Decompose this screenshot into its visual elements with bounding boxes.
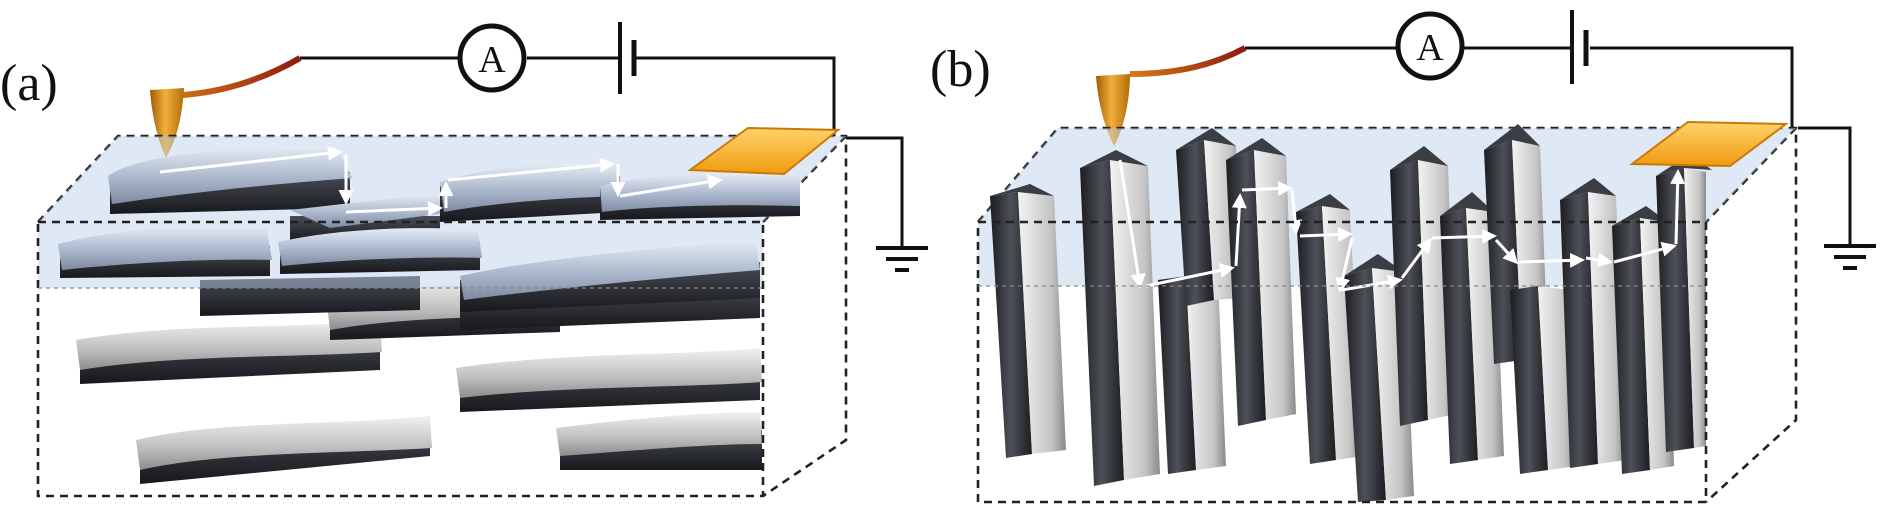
current-arrow	[1241, 181, 1293, 196]
flake	[1080, 150, 1160, 486]
current-arrow	[447, 157, 615, 182]
current-arrow	[619, 174, 723, 198]
flake	[76, 320, 382, 384]
probe-wire	[1129, 45, 1247, 77]
current-arrow	[1145, 263, 1235, 288]
current-arrow	[1670, 169, 1686, 245]
sample-box-front-a	[36, 220, 765, 498]
electrode-b	[1629, 120, 1789, 168]
ammeter-symbol: A	[478, 39, 506, 81]
sample-box-b	[977, 126, 1798, 503]
current-path-a	[159, 145, 723, 217]
ground-symbol-b	[1824, 244, 1876, 270]
ammeter-circle	[457, 23, 527, 93]
current-arrow	[1400, 237, 1432, 279]
panel-a-label: (a)	[0, 55, 58, 112]
panel-b-label: (b)	[930, 41, 991, 98]
flake	[556, 412, 762, 470]
flake	[456, 348, 762, 412]
wire-segment	[636, 56, 836, 136]
panel-b: (b) A	[930, 10, 1876, 504]
ammeter-circle	[1395, 11, 1465, 81]
battery-a	[618, 22, 637, 94]
vertical-flakes-b	[990, 124, 1712, 502]
current-arrow	[1335, 237, 1354, 293]
flake	[1158, 276, 1226, 474]
electrode-a	[687, 126, 841, 176]
flake	[278, 228, 482, 274]
current-arrow	[1494, 238, 1519, 265]
circuit-a	[300, 56, 904, 246]
current-arrow	[1517, 252, 1585, 268]
flake	[108, 146, 352, 214]
flake	[200, 276, 420, 316]
flake	[1656, 154, 1712, 452]
current-arrow	[1118, 159, 1146, 289]
ammeter-b: A	[1395, 11, 1465, 81]
flake	[460, 240, 760, 312]
ground-wire	[1798, 126, 1852, 244]
current-arrow	[345, 201, 443, 217]
current-arrow	[1287, 189, 1303, 235]
flake	[1440, 192, 1504, 464]
lower-flakes-a	[76, 276, 762, 484]
current-arrow	[1341, 274, 1403, 292]
circuit-b	[1245, 46, 1852, 244]
current-arrow	[1299, 226, 1353, 242]
current-path-b	[1118, 159, 1686, 293]
probe-tip	[150, 88, 184, 158]
panel-a: (a) A	[0, 22, 928, 498]
current-arrow	[1585, 252, 1613, 268]
flake	[136, 416, 432, 484]
sample-box-front-b	[976, 220, 1708, 504]
probe-wire	[167, 55, 302, 99]
battery-b	[1570, 10, 1589, 84]
ammeter-symbol: A	[1416, 27, 1444, 69]
ground-wire	[846, 136, 904, 246]
wire-segment	[1590, 46, 1794, 128]
current-arrow	[159, 145, 343, 174]
current-arrow	[1431, 228, 1497, 244]
flake	[1226, 138, 1296, 426]
flake	[58, 225, 272, 278]
flake	[990, 184, 1066, 458]
current-arrow	[1231, 193, 1247, 267]
ground-symbol-a	[876, 246, 928, 272]
ammeter-a: A	[457, 23, 527, 93]
current-arrow	[1613, 241, 1677, 264]
